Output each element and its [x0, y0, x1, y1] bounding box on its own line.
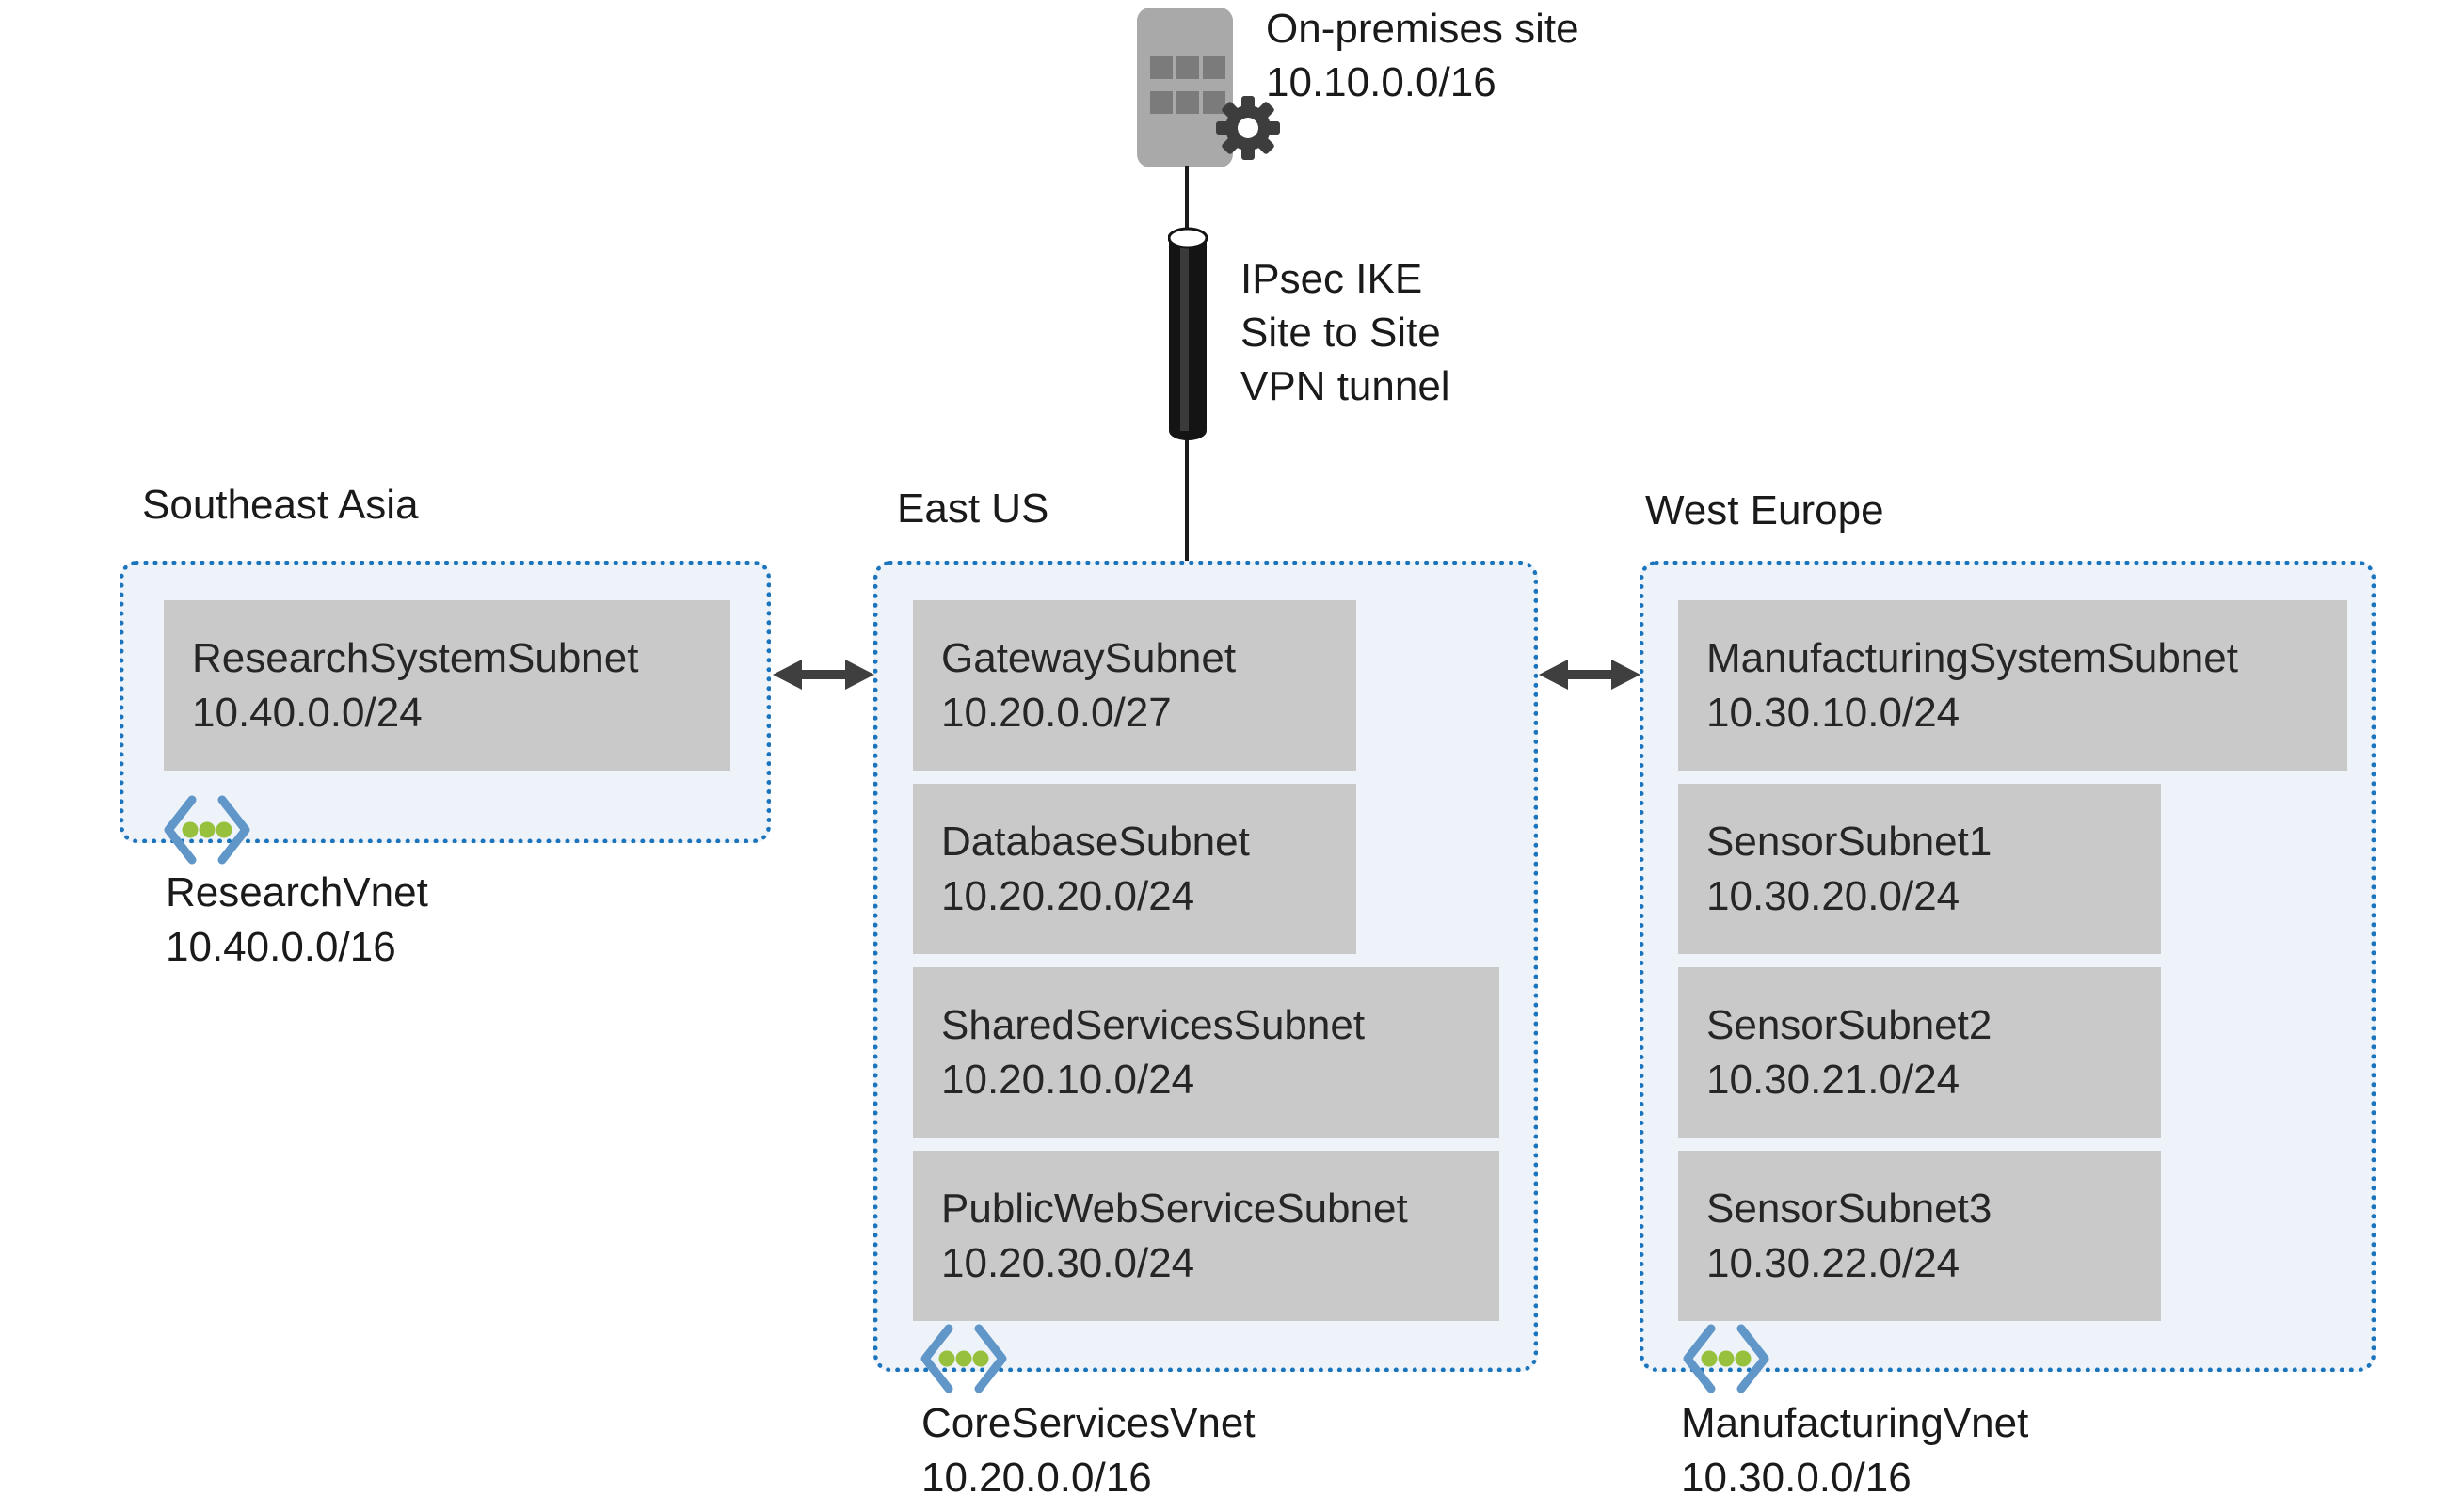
subnet-cidr: 10.30.21.0/24	[1706, 1056, 1960, 1103]
subnet-box-publicwebservicesubnet: PublicWebServiceSubnet 10.20.30.0/24	[913, 1151, 1499, 1321]
region-label-southeast-asia: Southeast Asia	[142, 482, 419, 528]
subnet-box-databasesubnet: DatabaseSubnet 10.20.20.0/24	[913, 784, 1356, 954]
subnet-name: DatabaseSubnet	[941, 818, 1250, 865]
vnet-name: ManufacturingVnet	[1681, 1400, 2029, 1446]
peering-double-arrow-icon	[773, 660, 874, 690]
subnet-name: SensorSubnet2	[1706, 1001, 1992, 1048]
building-window	[1150, 91, 1173, 114]
subnet-name: SensorSubnet1	[1706, 818, 1992, 865]
subnet-cidr: 10.20.20.0/24	[941, 872, 1195, 919]
subnet-cidr: 10.20.30.0/24	[941, 1239, 1195, 1286]
region-box-west-europe: ManufacturingSystemSubnet 10.30.10.0/24 …	[1640, 561, 2376, 1372]
gear-icon	[1216, 96, 1280, 160]
vpn-tunnel-cylinder-icon	[1168, 227, 1208, 440]
region-box-east-us: GatewaySubnet 10.20.0.0/27 DatabaseSubne…	[873, 561, 1538, 1372]
subnet-box-sensorsubnet2: SensorSubnet2 10.30.21.0/24	[1678, 967, 2161, 1138]
vnet-icon	[164, 795, 250, 865]
vnet-cidr: 10.40.0.0/16	[166, 924, 396, 970]
vpn-tunnel-label: IPsec IKE Site to Site VPN tunnel	[1240, 252, 1450, 413]
building-window	[1176, 56, 1199, 79]
on-premises-label: On-premises site 10.10.0.0/16	[1266, 2, 1579, 109]
vnet-label-coreservicesvnet: CoreServicesVnet 10.20.0.0/16	[921, 1396, 1256, 1496]
vnet-cidr: 10.20.0.0/16	[921, 1455, 1152, 1496]
subnet-box-gatewaysubnet: GatewaySubnet 10.20.0.0/27	[913, 600, 1356, 771]
subnet-box-sensorsubnet3: SensorSubnet3 10.30.22.0/24	[1678, 1151, 2161, 1321]
subnet-cidr: 10.30.10.0/24	[1706, 689, 1960, 736]
subnet-name: GatewaySubnet	[941, 634, 1237, 681]
subnet-box-sensorsubnet1: SensorSubnet1 10.30.20.0/24	[1678, 784, 2161, 954]
subnet-cidr: 10.40.0.0/24	[192, 689, 423, 736]
on-premises-site-name: On-premises site	[1266, 6, 1579, 52]
vnet-icon	[920, 1324, 1007, 1393]
subnet-box-manufacturingsystemsubnet: ManufacturingSystemSubnet 10.30.10.0/24	[1678, 600, 2347, 771]
vnet-name: CoreServicesVnet	[921, 1400, 1256, 1446]
vpn-label-line1: IPsec IKE	[1240, 256, 1423, 302]
vnet-cidr: 10.30.0.0/16	[1681, 1455, 1912, 1496]
vpn-label-line2: Site to Site	[1240, 310, 1441, 356]
region-label-east-us: East US	[897, 485, 1049, 532]
subnet-cidr: 10.20.0.0/27	[941, 689, 1172, 736]
vnet-icon	[1683, 1324, 1769, 1393]
subnet-name: ManufacturingSystemSubnet	[1706, 634, 2238, 681]
subnet-cidr: 10.30.22.0/24	[1706, 1239, 1960, 1286]
subnet-cidr: 10.20.10.0/24	[941, 1056, 1195, 1103]
vnet-label-researchvnet: ResearchVnet 10.40.0.0/16	[166, 866, 428, 975]
building-windows	[1150, 56, 1225, 114]
on-premises-cidr: 10.10.0.0/16	[1266, 59, 1496, 105]
subnet-name: SharedServicesSubnet	[941, 1001, 1366, 1048]
subnet-name: ResearchSystemSubnet	[192, 634, 639, 681]
building-window	[1203, 56, 1225, 79]
subnet-name: SensorSubnet3	[1706, 1185, 1992, 1232]
peering-double-arrow-icon	[1539, 660, 1640, 690]
vnet-name: ResearchVnet	[166, 869, 428, 915]
subnet-cidr: 10.30.20.0/24	[1706, 872, 1960, 919]
on-premises-building-icon	[1137, 8, 1233, 167]
region-label-west-europe: West Europe	[1645, 487, 1884, 533]
subnet-box-sharedservicessubnet: SharedServicesSubnet 10.20.10.0/24	[913, 967, 1499, 1138]
region-box-southeast-asia: ResearchSystemSubnet 10.40.0.0/24	[120, 561, 771, 843]
building-window	[1150, 56, 1173, 79]
vpn-label-line3: VPN tunnel	[1240, 363, 1450, 409]
subnet-name: PublicWebServiceSubnet	[941, 1185, 1408, 1232]
vnet-label-manufacturingvnet: ManufacturingVnet 10.30.0.0/16	[1681, 1396, 2028, 1496]
building-window	[1176, 91, 1199, 114]
subnet-box-researchsystemsubnet: ResearchSystemSubnet 10.40.0.0/24	[164, 600, 730, 771]
building-window	[1203, 91, 1225, 114]
